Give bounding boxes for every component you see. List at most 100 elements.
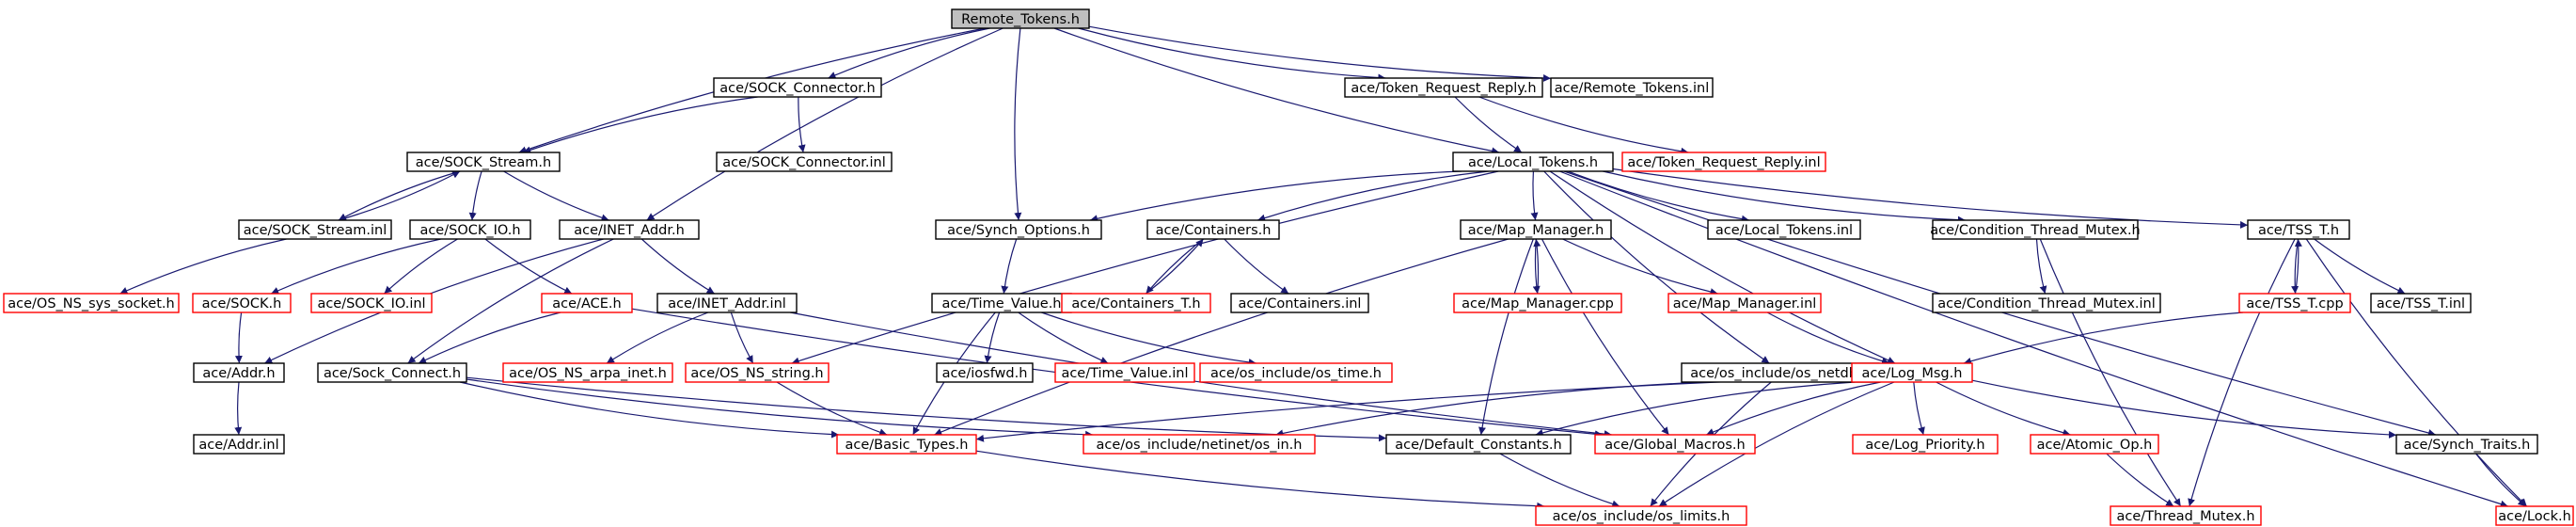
node-tss-t-cpp[interactable]: ace/TSS_T.cpp: [2238, 293, 2351, 313]
node-time-value-inl[interactable]: ace/Time_Value.inl: [1054, 362, 1195, 383]
node-sock-h[interactable]: ace/SOCK.h: [192, 293, 292, 313]
node-label: ace/SOCK_IO.h: [419, 223, 520, 238]
node-box: [1932, 293, 2161, 313]
node-containers-h[interactable]: ace/Containers.h: [1146, 219, 1280, 240]
node-map-manager-cpp[interactable]: ace/Map_Manager.cpp: [1453, 293, 1622, 313]
node-label: ace/os_include/os_limits.h: [1553, 509, 1731, 524]
node-box: [1146, 219, 1280, 240]
edge-synch_traits_h-to-lock_h: [2475, 453, 2526, 507]
edge-log_msg_h-to-default_constants_h: [1535, 381, 1856, 437]
node-label: ace/TSS_T.inl: [2377, 296, 2465, 311]
node-thread-mutex-h[interactable]: ace/Thread_Mutex.h: [2110, 505, 2262, 526]
node-synch-traits-h[interactable]: ace/Synch_Traits.h: [2395, 434, 2538, 455]
node-box: [1851, 362, 1973, 383]
node-lock-h[interactable]: ace/Lock.h: [2495, 505, 2574, 526]
edge-tss_t_h-to-thread_mutex_h: [2188, 238, 2296, 507]
node-label: ace/OS_NS_arpa_inet.h: [509, 366, 667, 381]
node-box: [2030, 434, 2159, 455]
node-map-manager-inl[interactable]: ace/Map_Manager.inl: [1667, 293, 1822, 313]
node-sock-connect-h[interactable]: ace/Sock_Connect.h: [317, 362, 467, 383]
node-box: [310, 293, 433, 313]
node-label: ace/Addr.inl: [198, 438, 278, 453]
node-addr-h[interactable]: ace/Addr.h: [193, 362, 285, 383]
node-sock-stream-inl[interactable]: ace/SOCK_Stream.inl: [238, 219, 392, 240]
node-box: [1453, 293, 1622, 313]
node-containers-t-h[interactable]: ace/Containers_T.h: [1061, 293, 1211, 313]
node-map-manager-h[interactable]: ace/Map_Manager.h: [1460, 219, 1612, 240]
node-box: [541, 293, 633, 313]
node-box: [1707, 219, 1861, 240]
node-inet-addr-h[interactable]: ace/INET_Addr.h: [559, 219, 700, 240]
node-box: [2110, 505, 2262, 526]
node-box: [1061, 293, 1211, 313]
edge-map_manager_cpp-to-map_manager_h: [1533, 238, 1541, 295]
node-condition-thread-mutex-h[interactable]: ace/Condition_Thread_Mutex.h: [1930, 219, 2141, 240]
node-sock-io-inl[interactable]: ace/SOCK_IO.inl: [310, 293, 433, 313]
node-sock-io-h[interactable]: ace/SOCK_IO.h: [409, 219, 531, 240]
edge-sock_connect_h-to-os_in_h: [466, 378, 1094, 439]
node-os-ns-arpa-inet-h[interactable]: ace/OS_NS_arpa_inet.h: [502, 362, 673, 383]
node-label: ace/SOCK.h: [202, 296, 282, 311]
edge-local_tokens_h-to-map_manager_h: [1530, 170, 1539, 221]
node-atomic-op-h[interactable]: ace/Atomic_Op.h: [2030, 434, 2159, 455]
node-label: ace/Local_Tokens.h: [1468, 155, 1598, 170]
edge-containers_h-to-containers_t_h: [1146, 238, 1204, 295]
node-tss-t-inl[interactable]: ace/TSS_T.inl: [2370, 293, 2472, 313]
node-label: ace/Map_Manager.cpp: [1462, 296, 1614, 311]
node-label: ace/Condition_Thread_Mutex.inl: [1937, 296, 2156, 311]
node-label: ace/TSS_T.h: [2258, 223, 2339, 238]
node-label: ace/SOCK_Connector.inl: [722, 155, 885, 170]
node-box: [559, 219, 700, 240]
node-box: [1667, 293, 1822, 313]
node-label: ace/Local_Tokens.inl: [1715, 223, 1853, 238]
node-tss-t-h[interactable]: ace/TSS_T.h: [2247, 219, 2350, 240]
node-label: ace/OS_NS_string.h: [690, 366, 823, 381]
node-condition-thread-mutex-inl[interactable]: ace/Condition_Thread_Mutex.inl: [1932, 293, 2161, 313]
edge-tss_t_cpp-to-tss_t_h: [2294, 238, 2302, 295]
node-box: [1230, 293, 1369, 313]
edge-map_manager_inl-to-log_msg_h: [1766, 311, 1890, 365]
node-containers-inl[interactable]: ace/Containers.inl: [1230, 293, 1369, 313]
node-label: ace/Time_Value.h: [941, 296, 1061, 311]
node-basic-types-h[interactable]: ace/Basic_Types.h: [836, 434, 977, 455]
node-synch-options-h[interactable]: ace/Synch_Options.h: [935, 219, 1102, 240]
node-local-tokens-h[interactable]: ace/Local_Tokens.h: [1452, 152, 1614, 172]
node-addr-inl[interactable]: ace/Addr.inl: [193, 434, 285, 455]
node-os-ns-sys-socket-h[interactable]: ace/OS_NS_sys_socket.h: [3, 293, 180, 313]
node-label: ace/Sock_Connect.h: [324, 366, 461, 381]
node-remote-tokens-inl[interactable]: ace/Remote_Tokens.inl: [1550, 77, 1714, 98]
node-os-in-h[interactable]: ace/os_include/netinet/os_in.h: [1083, 434, 1316, 455]
node-default-constants-h[interactable]: ace/Default_Constants.h: [1385, 434, 1572, 455]
node-ace-h[interactable]: ace/ACE.h: [541, 293, 633, 313]
node-box: [502, 362, 673, 383]
node-os-time-h[interactable]: ace/os_include/os_time.h: [1199, 362, 1393, 383]
node-sock-stream-h[interactable]: ace/SOCK_Stream.h: [406, 152, 561, 172]
node-box: [3, 293, 180, 313]
node-token-request-reply-h[interactable]: ace/Token_Request_Reply.h: [1344, 77, 1543, 98]
node-token-request-reply-inl[interactable]: ace/Token_Request_Reply.inl: [1621, 152, 1826, 172]
edge-sock_io_h-to-sock_io_inl: [384, 238, 458, 295]
node-remote-tokens-h[interactable]: Remote_Tokens.h: [951, 8, 1090, 29]
edge-map_manager_h-to-default_constants_h: [1478, 238, 1534, 436]
edge-remote_tokens_h-to-local_tokens_h: [1053, 27, 1500, 155]
node-time-value-h[interactable]: ace/Time_Value.h: [931, 293, 1072, 313]
node-label: ace/Addr.h: [202, 366, 275, 381]
node-box: [1199, 362, 1393, 383]
node-os-ns-string-h[interactable]: ace/OS_NS_string.h: [685, 362, 830, 383]
node-sock-connector-inl[interactable]: ace/SOCK_Connector.inl: [716, 152, 893, 172]
node-log-msg-h[interactable]: ace/Log_Msg.h: [1851, 362, 1973, 383]
edge-sock_connector_h-to-sock_stream_h: [523, 96, 758, 154]
node-sock-connector-h[interactable]: ace/SOCK_Connector.h: [713, 77, 882, 98]
node-iosfwd-h[interactable]: ace/iosfwd.h: [936, 362, 1034, 383]
node-inet-addr-inl[interactable]: ace/INET_Addr.inl: [656, 293, 798, 313]
edge-log_msg_h-to-synch_traits_h: [1971, 379, 2397, 439]
node-local-tokens-inl[interactable]: ace/Local_Tokens.inl: [1707, 219, 1861, 240]
node-log-priority-h[interactable]: ace/Log_Priority.h: [1852, 434, 1999, 455]
edge-token_request_reply_h-to-local_tokens_h: [1454, 96, 1523, 153]
edge-sock_connect_h-to-basic_types_h: [459, 381, 840, 439]
node-os-netdb-h[interactable]: ace/os_include/os_netdb.h: [1681, 362, 1880, 383]
node-box: [1550, 77, 1714, 98]
node-global-macros-h[interactable]: ace/Global_Macros.h: [1594, 434, 1756, 455]
node-os-limits-h[interactable]: ace/os_include/os_limits.h: [1535, 505, 1747, 526]
node-label: ace/Containers_T.h: [1071, 296, 1200, 311]
